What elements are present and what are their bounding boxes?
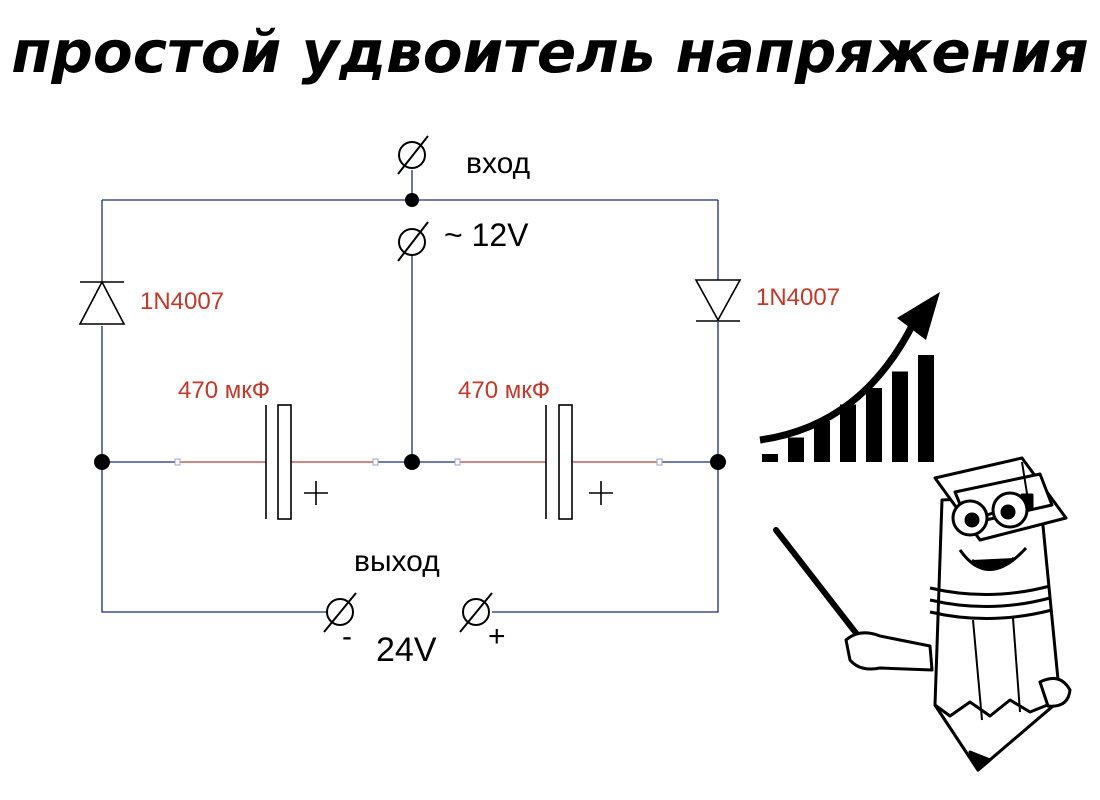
cap-right-label: 470 мкФ xyxy=(458,377,550,404)
chart-bar xyxy=(762,454,778,462)
rising-bar-chart-icon xyxy=(762,355,934,462)
diode-left-label: 1N4007 xyxy=(140,288,224,315)
pin-marker xyxy=(174,458,181,466)
diode-left-icon xyxy=(78,280,126,325)
chart-bar xyxy=(814,421,830,462)
input-voltage-label: ~ 12V xyxy=(444,217,529,253)
chart-bar xyxy=(892,371,908,462)
page-title: простой удвоитель напряжения xyxy=(11,18,1089,86)
chart-bar xyxy=(918,355,934,462)
chart-bar xyxy=(840,404,856,462)
terminal-output-minus-icon xyxy=(323,592,357,633)
wire-bottom-right xyxy=(492,462,719,613)
wire-bottom-left xyxy=(101,462,332,613)
cap-left-label: 470 мкФ xyxy=(178,377,270,404)
chart-bar xyxy=(788,437,804,462)
capacitor-right-icon xyxy=(545,404,613,520)
input-label: вход xyxy=(466,147,530,180)
pencil-teacher-mascot-icon xyxy=(773,456,1072,772)
junction-dot xyxy=(405,193,419,207)
capacitor-left-icon xyxy=(265,404,328,520)
output-plus-label: + xyxy=(488,620,506,653)
pin-marker xyxy=(372,458,379,466)
rising-arrow-icon xyxy=(759,292,940,444)
output-minus-label: - xyxy=(342,620,352,653)
output-label: выход xyxy=(354,545,440,578)
terminal-input-top-icon xyxy=(397,135,429,175)
terminal-input-bottom-icon xyxy=(397,221,429,262)
pin-marker xyxy=(656,458,663,466)
chart-bar xyxy=(866,388,882,462)
output-voltage-label: 24V xyxy=(376,631,437,669)
junction-dot xyxy=(404,454,420,470)
pin-marker xyxy=(454,458,461,466)
junction-dot xyxy=(710,454,726,470)
junction-dot xyxy=(94,454,110,470)
terminal-output-plus-icon xyxy=(459,592,493,633)
diode-right-icon xyxy=(694,279,742,322)
diode-right-label: 1N4007 xyxy=(756,284,840,311)
